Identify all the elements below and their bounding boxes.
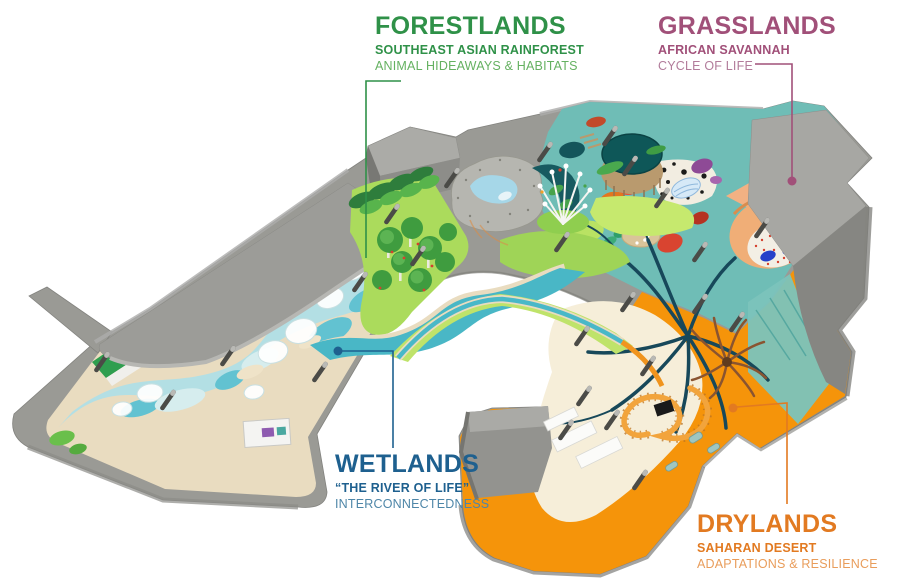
drylands-leader	[728, 402, 788, 504]
round-tank	[596, 133, 666, 202]
branching-tree	[551, 211, 770, 434]
forestlands-title: FORESTLANDS	[375, 12, 566, 40]
grasslands-title: GRASSLANDS	[658, 12, 837, 40]
grasslands-subtitle: AFRICAN SAVANNAH	[658, 43, 790, 58]
drylands-zone-art	[460, 211, 851, 574]
forestlands-tagline: ANIMAL HIDEAWAYS & HABITATS	[375, 59, 578, 74]
forestlands-label: FORESTLANDS SOUTHEAST ASIAN RAINFOREST A…	[375, 13, 584, 74]
forestlands-zone-art	[310, 133, 695, 360]
forestlands-subtitle: SOUTHEAST ASIAN RAINFOREST	[375, 43, 584, 58]
wetlands-leader-dot	[333, 346, 343, 356]
drylands-label: DRYLANDS SAHARAN DESERT ADAPTATIONS & RE…	[697, 511, 878, 572]
drylands-subtitle: SAHARAN DESERT	[697, 541, 817, 556]
rock-mountain	[451, 155, 544, 246]
wetlands-leader	[333, 346, 394, 448]
exhibit-cabinets	[242, 417, 292, 449]
tree-cluster	[372, 217, 457, 292]
entry-block	[458, 406, 552, 500]
drylands-tagline: ADAPTATIONS & RESILIENCE	[697, 557, 878, 572]
grasslands-label: GRASSLANDS AFRICAN SAVANNAH CYCLE OF LIF…	[658, 13, 836, 74]
drylands-leader-dot	[728, 403, 738, 413]
grasslands-leader-dot	[787, 176, 797, 186]
wetlands-title: WETLANDS	[335, 450, 480, 478]
forestlands-leader	[365, 80, 401, 258]
paper-strips	[542, 406, 624, 469]
roof-box-right	[747, 109, 870, 394]
grasslands-leader	[755, 63, 797, 186]
entry-path-arm	[28, 286, 113, 354]
wetlands-label: WETLANDS “THE RIVER OF LIFE” INTERCONNEC…	[335, 451, 489, 512]
wetlands-subtitle: “THE RIVER OF LIFE”	[335, 481, 470, 496]
grasslands-tagline: CYCLE OF LIFE	[658, 59, 753, 74]
snake-slide	[619, 383, 712, 443]
white-tree-sculpture	[537, 163, 593, 234]
green-sculpture	[49, 430, 75, 446]
wetlands-tagline: INTERCONNECTEDNESS	[335, 497, 490, 512]
drylands-title: DRYLANDS	[697, 510, 838, 538]
courtyard-rim-path	[390, 294, 665, 388]
